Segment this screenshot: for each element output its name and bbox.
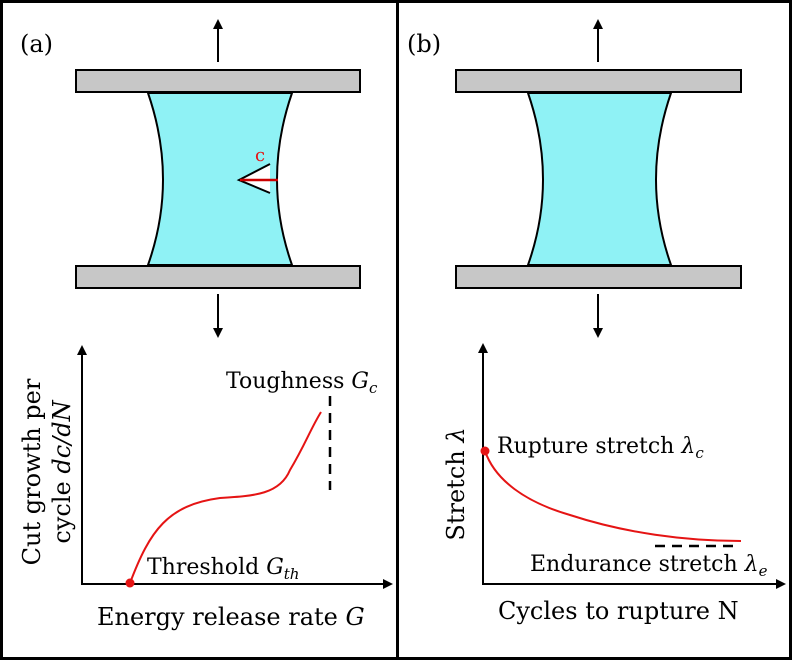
panel-a-label: (a) (20, 30, 53, 58)
rupture-label: Rupture stretch λc (497, 434, 704, 462)
bottom-plate-a (75, 265, 361, 289)
gel-specimen-b (526, 92, 673, 266)
rupture-point (480, 446, 490, 456)
endurance-label: Endurance stretch λe (530, 552, 768, 580)
crack-notch (236, 163, 271, 194)
panel-b-frame (396, 0, 792, 660)
stretch-curve-b (484, 450, 742, 542)
x-axis-label-a: Energy release rate G (97, 603, 365, 631)
toughness-label: Toughness Gc (226, 369, 378, 397)
x-axis-label-b: Cycles to rupture N (498, 597, 739, 625)
bottom-plate-b (455, 265, 742, 289)
threshold-point (125, 578, 135, 588)
threshold-label: Threshold Gth (147, 555, 299, 583)
panel-b-label: (b) (407, 30, 441, 58)
svg-text:Cut growth per: Cut growth per (18, 378, 46, 565)
panel-a: (a) c Toughness Gc Threshold Gth Energy … (18, 19, 393, 631)
svg-text:cycle dc/dN: cycle dc/dN (48, 399, 76, 543)
svg-text:Stretch λ: Stretch λ (442, 427, 470, 540)
panel-b: (b) Rupture stretch λc Endurance stretch… (407, 19, 786, 625)
top-plate-a (75, 69, 361, 93)
top-plate-b (455, 69, 742, 93)
y-axis-label-b: Stretch λ (442, 427, 470, 540)
y-axis-label-a: Cut growth per cycle dc/dN (18, 378, 76, 565)
crack-label: c (255, 145, 265, 166)
fatigue-curve-a (129, 411, 322, 584)
